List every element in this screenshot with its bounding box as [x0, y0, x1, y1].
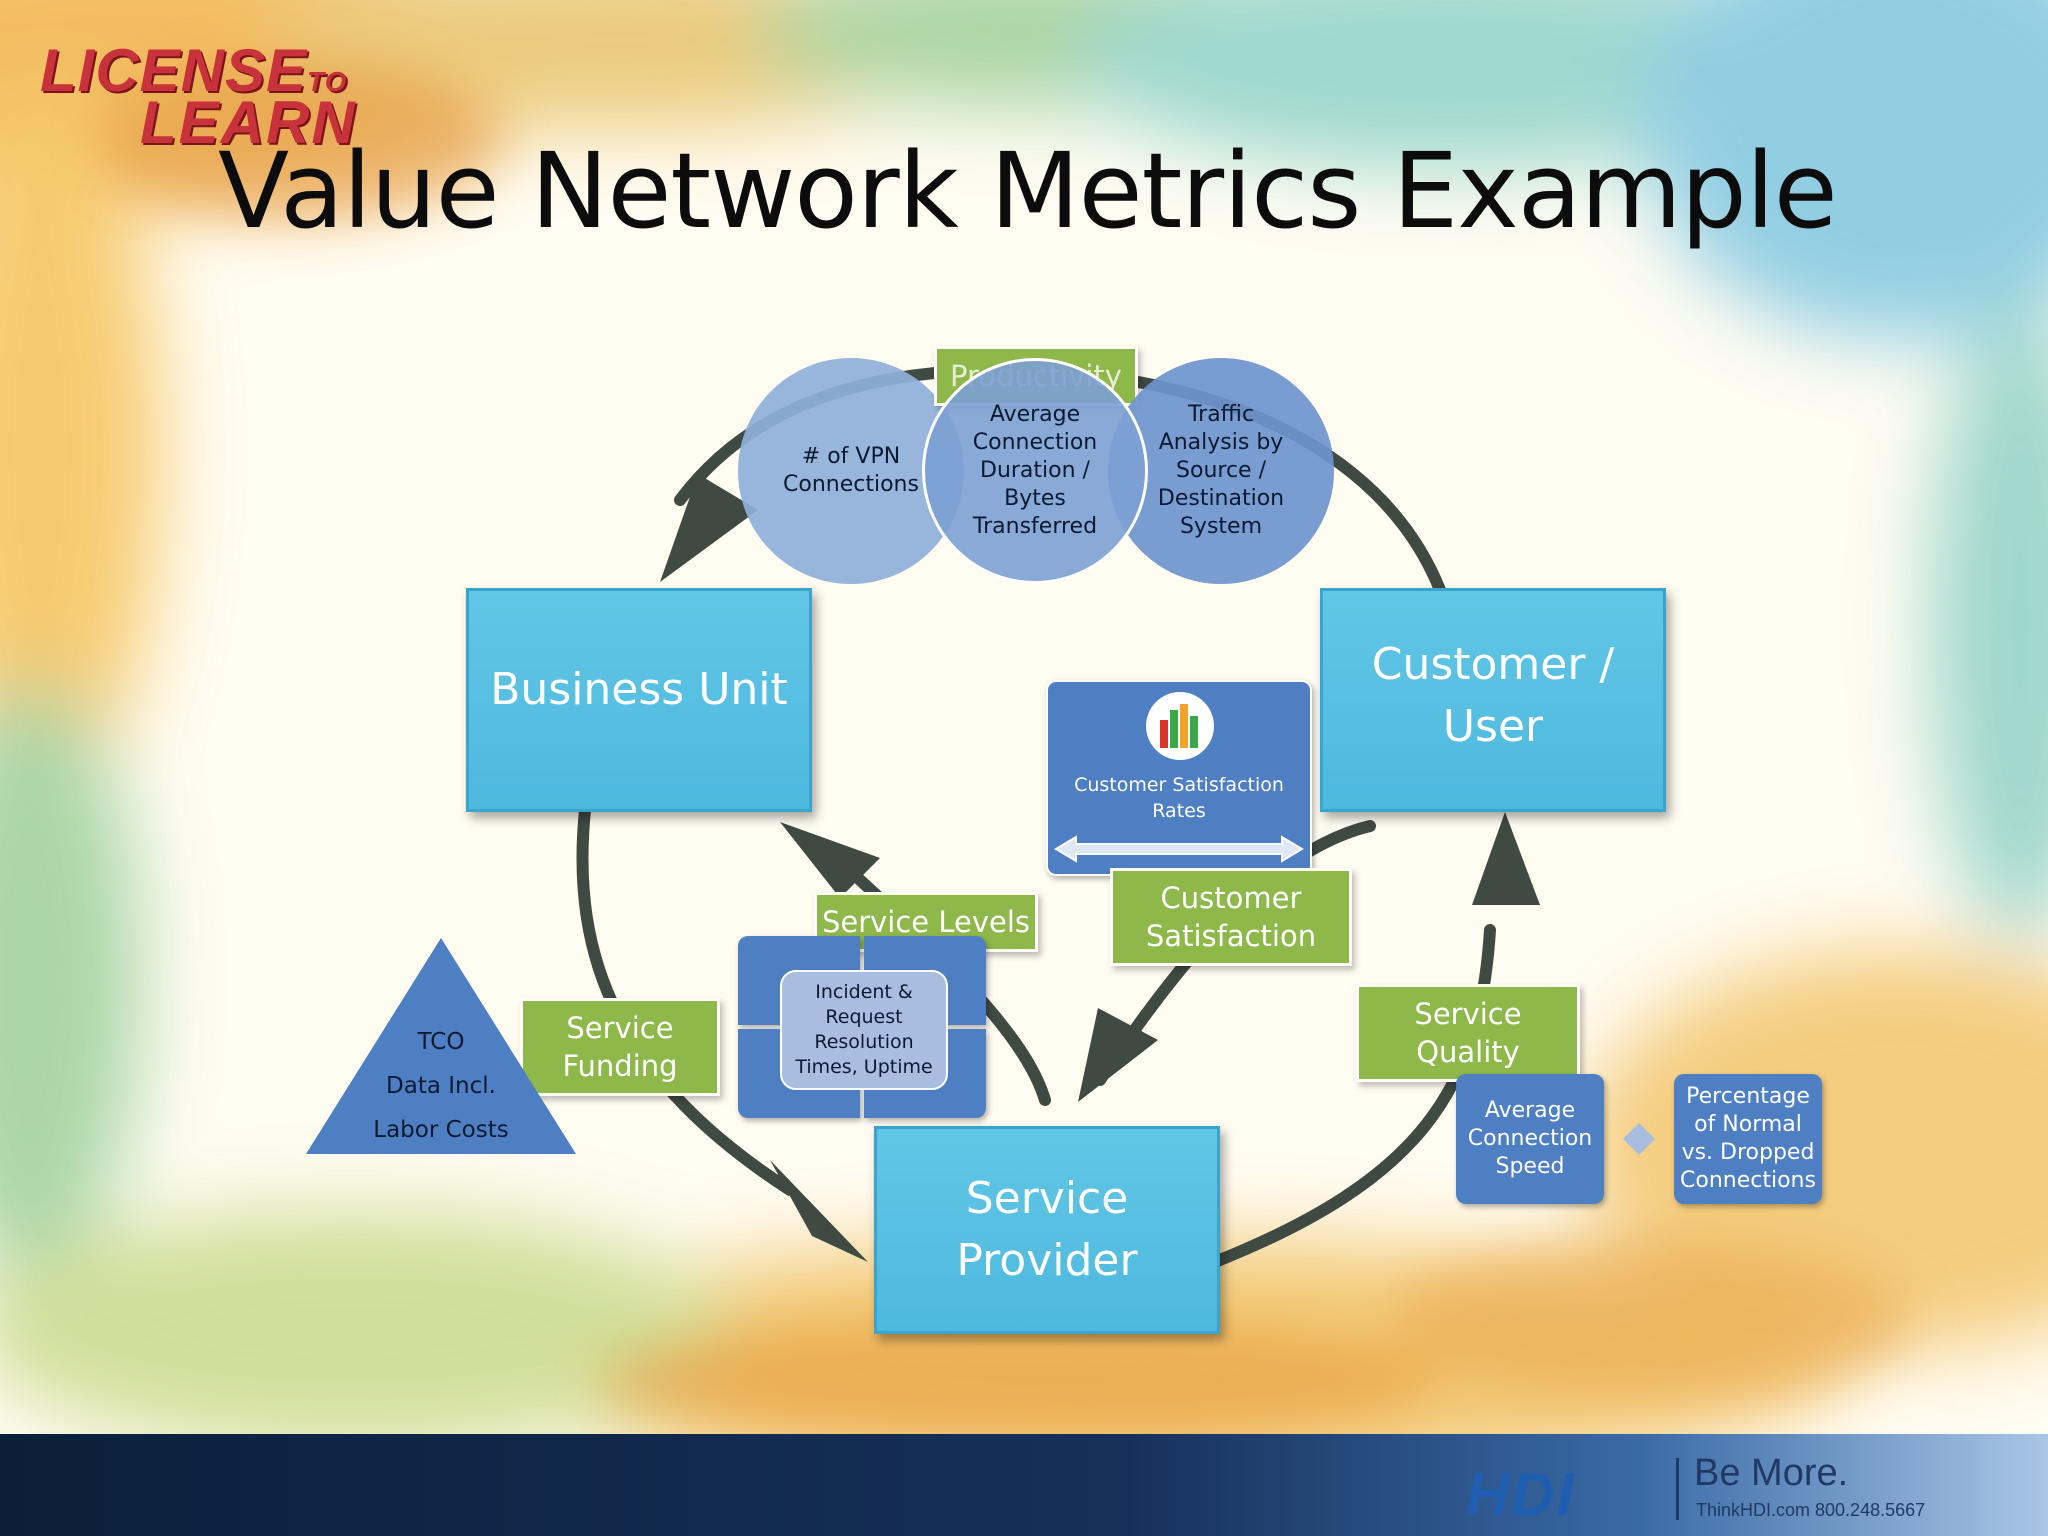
bar-chart-icon: [1146, 692, 1214, 760]
duration-line-1: Average: [989, 402, 1081, 427]
business-unit-label: Business Unit: [490, 664, 788, 715]
metric-average-connection-duration: Average Connection Duration / Bytes Tran…: [922, 358, 1148, 584]
service-provider-line-1: Service: [965, 1173, 1129, 1224]
arrowhead-business-inner: [780, 822, 880, 898]
vpn-line-1: # of VPN: [801, 444, 901, 469]
footer-bar: [0, 1434, 2048, 1536]
cust-sat-line-2: Satisfaction: [1145, 919, 1317, 953]
brand-divider: [1676, 1458, 1679, 1520]
duration-line-5: Transferred: [972, 514, 1098, 539]
traffic-line-4: Destination: [1157, 486, 1285, 511]
duration-line-3: Duration /: [980, 458, 1090, 483]
node-customer-user: Customer / User: [1320, 588, 1666, 812]
dropped-line-1: Percentage: [1686, 1084, 1810, 1109]
traffic-line-3: Source /: [1176, 458, 1266, 483]
node-business-unit: Business Unit: [466, 588, 812, 812]
arrowhead-business-top: [660, 474, 758, 582]
logo-to: TO: [307, 66, 348, 97]
tco-line-3: Labor Costs: [373, 1117, 509, 1143]
vpn-line-2: Connections: [783, 472, 919, 497]
traffic-line-1: Traffic: [1187, 402, 1255, 427]
incident-center: Incident & Request Resolution Times, Upt…: [780, 970, 948, 1090]
hdi-brand: HDI Be More. ThinkHDI.com 800.248.5667: [1466, 1450, 2026, 1530]
diamond-connector-icon: [1623, 1123, 1655, 1155]
incident-line-3: Resolution: [814, 1031, 914, 1053]
logo-line-1: LICENSE: [40, 37, 308, 104]
flow-service-quality: Service Quality: [1356, 984, 1580, 1082]
customer-user-line-2: User: [1442, 701, 1544, 752]
logo-line-2: LEARN: [140, 89, 357, 156]
arc-provider-to-customer: [1209, 924, 1496, 1268]
hdi-tagline: Be More.: [1694, 1452, 1849, 1494]
metric-customer-satisfaction-rates: Customer Satisfaction Rates: [1046, 680, 1312, 876]
traffic-line-5: System: [1179, 514, 1263, 539]
node-service-provider: Service Provider: [874, 1126, 1220, 1334]
tco-text: TCO Data Incl. Labor Costs: [330, 1020, 552, 1152]
funding-line-2: Funding: [562, 1049, 678, 1083]
funding-line-1: Service: [566, 1011, 674, 1045]
quality-line-2: Quality: [1416, 1035, 1520, 1069]
flow-service-funding: Service Funding: [520, 998, 720, 1096]
duration-line-4: Bytes: [1004, 486, 1066, 511]
traffic-line-2: Analysis by: [1158, 430, 1284, 455]
dropped-line-4: Connections: [1680, 1168, 1816, 1193]
license-to-learn-logo: LICENSETO LEARN: [40, 36, 400, 156]
metric-dropped-connections: Percentage of Normal vs. Dropped Connect…: [1674, 1074, 1822, 1204]
metric-average-connection-speed: Average Connection Speed: [1456, 1074, 1604, 1204]
tco-line-2: Data Incl.: [386, 1073, 496, 1099]
hdi-logo: HDI: [1466, 1461, 1576, 1528]
duration-line-2: Connection: [972, 430, 1098, 455]
customer-user-line-1: Customer /: [1371, 639, 1615, 690]
double-arrow-icon: [1054, 835, 1304, 863]
metric-incident-resolution: Incident & Request Resolution Times, Upt…: [738, 936, 986, 1118]
quality-line-1: Service: [1414, 997, 1522, 1031]
arrowhead-provider-left: [770, 1160, 868, 1262]
dropped-line-2: of Normal: [1694, 1112, 1802, 1137]
slide-title: Value Network Metrics Example: [218, 130, 1838, 252]
speed-line-2: Connection: [1467, 1126, 1593, 1151]
incident-line-4: Times, Uptime: [795, 1056, 933, 1078]
speed-line-1: Average: [1484, 1098, 1576, 1123]
incident-line-2: Request: [825, 1006, 903, 1028]
service-provider-line-2: Provider: [956, 1235, 1138, 1286]
csat-line-1: Customer Satisfaction: [1074, 774, 1284, 796]
dropped-line-3: vs. Dropped: [1681, 1140, 1815, 1165]
arrowhead-customer-bottom: [1472, 812, 1540, 905]
csat-line-2: Rates: [1152, 800, 1206, 822]
arrowhead-provider-inner: [1078, 1008, 1158, 1102]
flow-customer-satisfaction: Customer Satisfaction: [1110, 868, 1352, 966]
speed-line-3: Speed: [1495, 1154, 1565, 1179]
tco-line-1: TCO: [417, 1029, 465, 1055]
metric-tco-triangle: [306, 938, 576, 1154]
incident-line-1: Incident &: [815, 981, 913, 1003]
hdi-site: ThinkHDI.com 800.248.5667: [1696, 1500, 1926, 1520]
cust-sat-line-1: Customer: [1160, 881, 1302, 915]
